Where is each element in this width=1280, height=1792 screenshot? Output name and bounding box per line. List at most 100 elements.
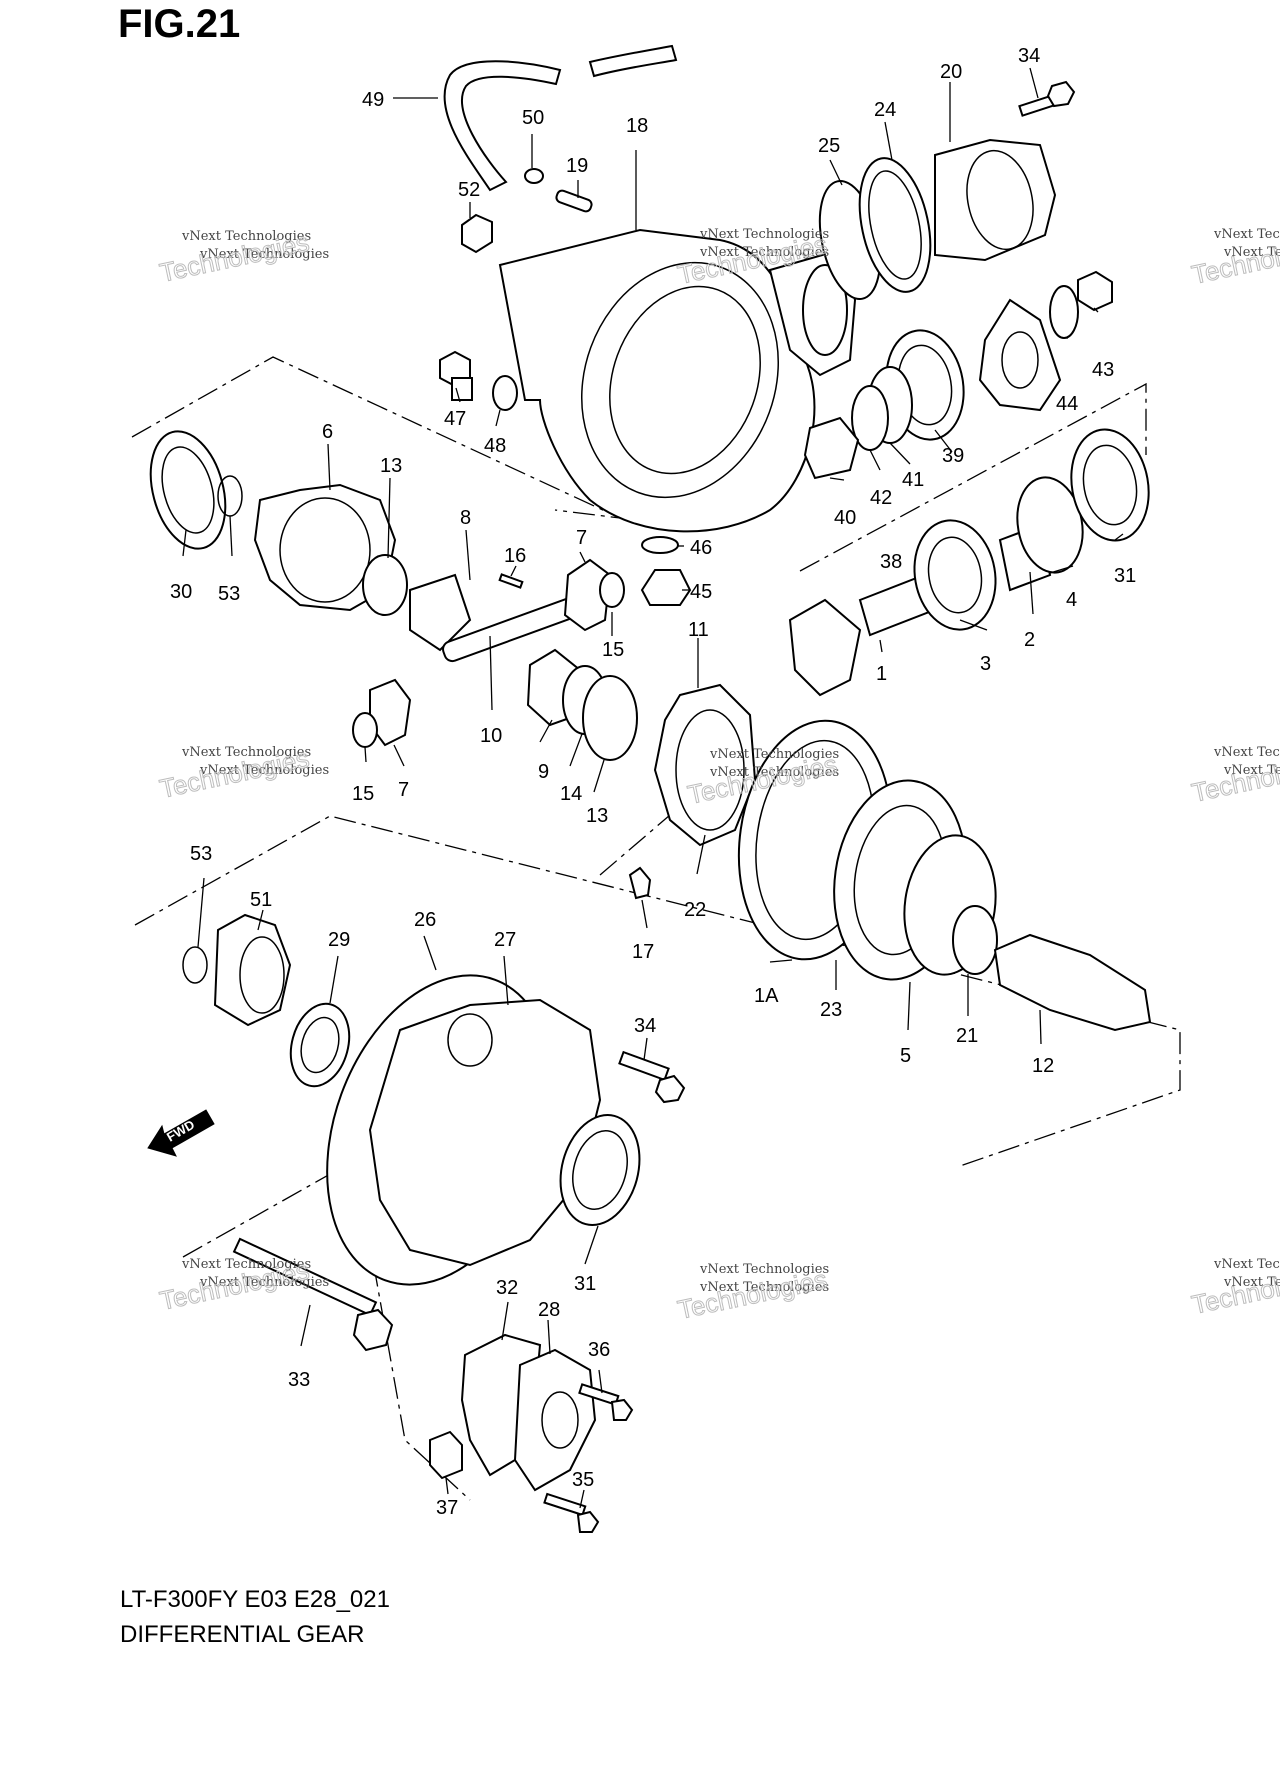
callout-46: 46: [690, 537, 712, 559]
left-oil-seal-inner: [161, 446, 215, 534]
callout-7-upper: 7: [576, 527, 587, 549]
callout-29: 29: [328, 929, 350, 951]
mounting-bracket-bore: [541, 1391, 579, 1449]
callout-15-upper: 15: [602, 639, 624, 661]
callout-19: 19: [566, 155, 588, 177]
breather-hose: [443, 60, 562, 192]
case-flange-inner: [609, 285, 761, 475]
carrier-shim: [952, 905, 998, 975]
gear-case-window: [279, 497, 371, 603]
callout-15-lower: 15: [352, 783, 374, 805]
callout-14: 14: [560, 783, 582, 805]
callout-23: 23: [820, 999, 842, 1021]
filler-gasket: [641, 536, 679, 554]
callout-44: 44: [1056, 393, 1078, 415]
thrust-washer: [362, 554, 408, 616]
callout-8: 8: [460, 507, 471, 529]
lower-bearing-cap-bore: [239, 936, 285, 1014]
callout-18: 18: [626, 115, 648, 137]
pinion-bearing-outer: [1016, 476, 1084, 574]
callout-13-upper: 13: [380, 455, 402, 477]
dowel-pin: [555, 189, 593, 213]
callout-26: 26: [414, 909, 436, 931]
callout-6: 6: [322, 421, 333, 443]
bearing-housing: [934, 138, 1057, 262]
callout-33: 33: [288, 1369, 310, 1391]
drain-bolt-thread: [451, 377, 473, 401]
pinion-washer: [1049, 285, 1079, 339]
svg-text:vNext Technologies: vNext Technologies: [699, 245, 829, 260]
callout-11: 11: [688, 619, 709, 641]
svg-text:vNext Technologies: vNext Technologies: [1213, 745, 1280, 760]
svg-text:vNext Technologies: vNext Technologies: [199, 247, 329, 262]
watermark-middle-left: vNext Technologies vNext Technologies Te…: [157, 742, 330, 804]
watermark-middle-right: vNext Technologies vNext Technologies Te…: [1189, 745, 1280, 808]
callout-52: 52: [458, 179, 480, 201]
callout-39: 39: [942, 445, 964, 467]
callout-32: 32: [496, 1277, 518, 1299]
lower-circlip: [182, 946, 208, 984]
thrust-washer-lower: [582, 675, 638, 761]
callout-labels: 49 50 18 19 52 25 24 20 34 47 48 43 44 6…: [170, 45, 1136, 1519]
callout-48: 48: [484, 435, 506, 457]
case-flange-outer: [580, 261, 780, 499]
mounting-bracket: [513, 1348, 597, 1492]
gear-carrier: [653, 683, 757, 847]
upper-left-assembly-boundary: [131, 356, 621, 519]
pinion-oil-seal: [1070, 428, 1150, 542]
drive-pinion-gear: [788, 598, 862, 697]
cover-oil-seal-inner: [572, 1130, 628, 1210]
cover-oil-seal: [559, 1114, 641, 1226]
left-oil-seal: [149, 430, 227, 550]
long-bolt-head: [352, 1308, 394, 1352]
callout-31-lower: 31: [574, 1273, 596, 1295]
drain-gasket: [492, 375, 518, 411]
housing-bolt-head: [1046, 80, 1076, 108]
callout-40: 40: [834, 507, 856, 529]
pinion-flange: [978, 298, 1062, 412]
callout-4: 4: [1066, 589, 1077, 611]
callout-24: 24: [874, 99, 896, 121]
watermark-bottom-left: vNext Technologies vNext Technologies Te…: [157, 1254, 330, 1316]
callout-17: 17: [632, 941, 654, 963]
callout-45: 45: [690, 581, 712, 603]
differential-case: [498, 228, 816, 533]
callout-43: 43: [1092, 359, 1114, 381]
upper-right-assembly-boundary: [799, 382, 1147, 572]
callout-7-lower: 7: [398, 779, 409, 801]
callout-41: 41: [902, 469, 924, 491]
callout-13-lower: 13: [586, 805, 608, 827]
callout-49: 49: [362, 89, 384, 111]
pinion-washer-lower: [352, 712, 378, 748]
breather-hose-end: [588, 44, 678, 78]
callout-28: 28: [538, 1299, 560, 1321]
bevel-gear: [409, 573, 472, 652]
watermark-top-right: vNext Technologies vNext Technologies Te…: [1189, 227, 1280, 290]
callout-51: 51: [250, 889, 272, 911]
model-code: LT-F300FY E03 E28_021: [120, 1586, 390, 1613]
svg-text:vNext Technologies: vNext Technologies: [181, 229, 311, 244]
pinion-oil-seal-inner: [1082, 444, 1138, 526]
svg-text:vNext Technologies: vNext Technologies: [1223, 1275, 1280, 1290]
lower-bearing-inner: [300, 1016, 340, 1074]
callout-34-top: 34: [1018, 45, 1040, 67]
cover-bolt: [618, 1050, 670, 1082]
pinion-bearing: [913, 519, 997, 631]
svg-text:vNext Technologies: vNext Technologies: [181, 1257, 311, 1272]
callout-36: 36: [588, 1339, 610, 1361]
svg-text:vNext Technologies: vNext Technologies: [199, 1275, 329, 1290]
svg-text:vNext Technologies: vNext Technologies: [699, 227, 829, 242]
callout-30: 30: [170, 581, 192, 603]
lower-assembly-boundary: [134, 815, 1181, 1167]
pinion-washer-upper: [599, 572, 625, 608]
callout-1A: 1A: [754, 985, 779, 1007]
long-bolt: [232, 1237, 378, 1317]
gear-case-cover: [368, 998, 602, 1267]
callout-34-lower: 34: [634, 1015, 656, 1037]
housing-gasket: [858, 157, 932, 293]
svg-text:vNext Technologies: vNext Technologies: [1223, 245, 1280, 260]
callout-1: 1: [876, 663, 887, 685]
svg-text:vNext Technologies: vNext Technologies: [1213, 227, 1280, 242]
